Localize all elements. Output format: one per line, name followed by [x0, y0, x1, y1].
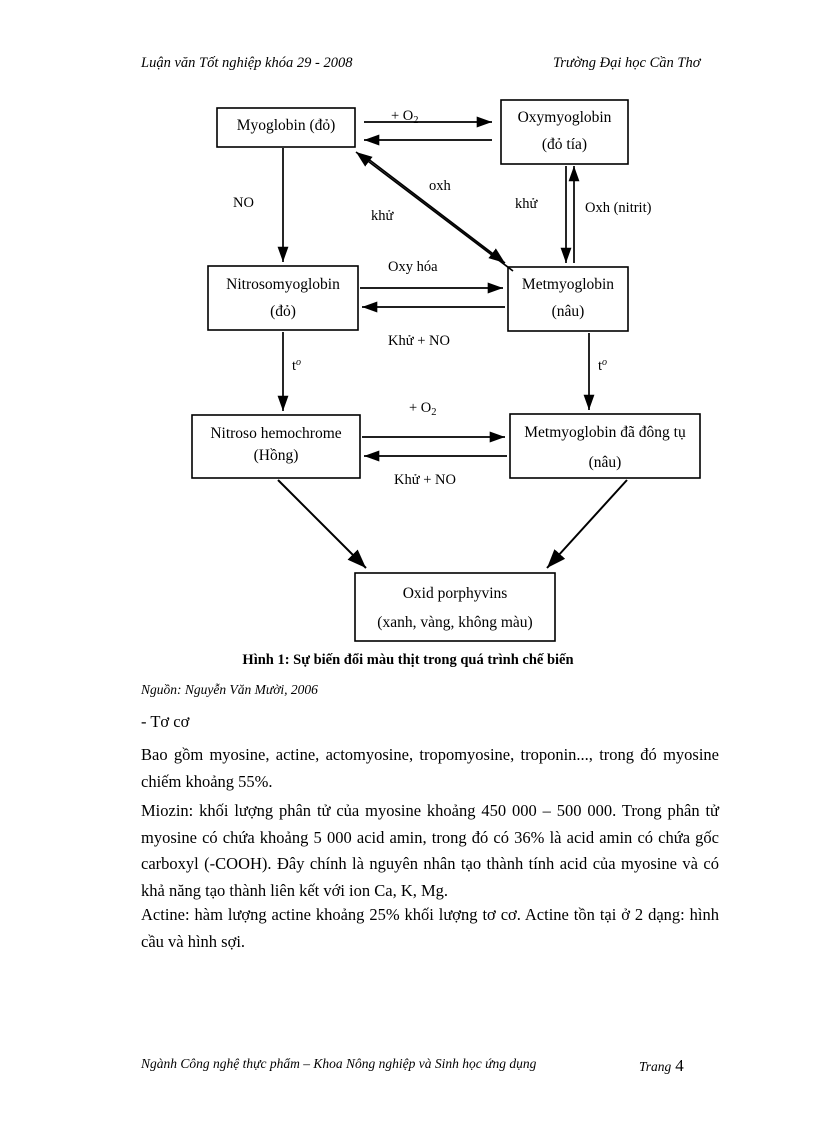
node-box-oxymyoglobin — [500, 99, 629, 165]
edge-label-no: NO — [233, 195, 254, 211]
node-box-oxid-porphyvins — [354, 572, 556, 642]
edge-label-khu-no-middle: Khử + NO — [388, 333, 450, 349]
arrow-nitroso-hemochrome-to-oxid-porphyvins — [277, 479, 367, 569]
edge-label-add-o2-bottom-subscript: 2 — [431, 407, 437, 418]
body-paragraph-miozin: Miozin: khối lượng phân tử của myosine k… — [141, 801, 719, 901]
node-box-metmyoglobin — [507, 266, 629, 332]
arrow-metmyoglobin-to-myoglobin-khu — [355, 151, 514, 272]
arrow-metmyoglobin-coagulated-to-oxid-porphyvins — [546, 479, 628, 569]
figure-meat-color-diagram: Myoglobin (đỏ) Oxymyoglobin (đỏ tía) Nit… — [191, 99, 701, 642]
edge-label-add-o2-bottom-text: + O — [409, 400, 432, 416]
footer-left-text: Ngành Công nghệ thực phẩm – Khoa Nông ng… — [141, 1056, 537, 1071]
edge-label-oxh: oxh — [429, 178, 451, 194]
edge-label-khu-no-bottom: Khử + NO — [394, 472, 456, 488]
diagram-svg — [191, 99, 701, 642]
figure-source: Nguồn: Nguyễn Văn Mười, 2006 — [141, 682, 318, 697]
edge-label-add-o2-top-subscript: 2 — [413, 115, 419, 126]
edge-label-khu-diagonal: khử — [371, 208, 394, 224]
header-right-text: Trường Đại học Cần Thơ — [553, 55, 701, 71]
figure-caption: Hình 1: Sự biến đổi màu thịt trong quá t… — [242, 652, 574, 668]
edge-label-oxy-hoa: Oxy hóa — [388, 259, 438, 275]
body-paragraph-myofibril: Bao gồm myosine, actine, actomyosine, tr… — [141, 745, 719, 791]
body-paragraph-actine: Actine: hàm lượng actine khoảng 25% khối… — [141, 905, 719, 951]
edge-label-temperature-left-superscript: o — [296, 357, 302, 368]
edge-label-temperature-left-text: t — [292, 358, 297, 374]
node-box-nitrosomyoglobin — [207, 265, 359, 331]
edge-label-add-o2-top: + O2 — [391, 108, 419, 126]
edge-label-temperature-right: to — [598, 357, 608, 375]
edge-label-oxh-nitrit: Oxh (nitrit) — [585, 200, 652, 216]
header-left-text: Luận văn Tốt nghiệp khóa 29 - 2008 — [141, 55, 353, 71]
node-box-nitroso-hemochrome — [191, 414, 361, 479]
edge-label-add-o2-bottom: + O2 — [409, 400, 437, 418]
footer-page-label: Trang — [639, 1059, 672, 1074]
edge-label-add-o2-top-text: + O — [391, 108, 414, 124]
node-box-myoglobin — [216, 107, 356, 148]
arrow-myoglobin-to-metmyoglobin-oxh — [362, 154, 506, 264]
edge-label-khu-vertical: khử — [515, 196, 538, 212]
edge-label-temperature-right-superscript: o — [602, 357, 608, 368]
footer-page-number: 4 — [675, 1056, 684, 1075]
body-paragraph-to-co: - Tơ cơ — [141, 712, 190, 731]
edge-label-temperature-right-text: t — [598, 358, 603, 374]
edge-label-temperature-left: to — [292, 357, 302, 375]
node-box-metmyoglobin-coagulated — [509, 413, 701, 479]
